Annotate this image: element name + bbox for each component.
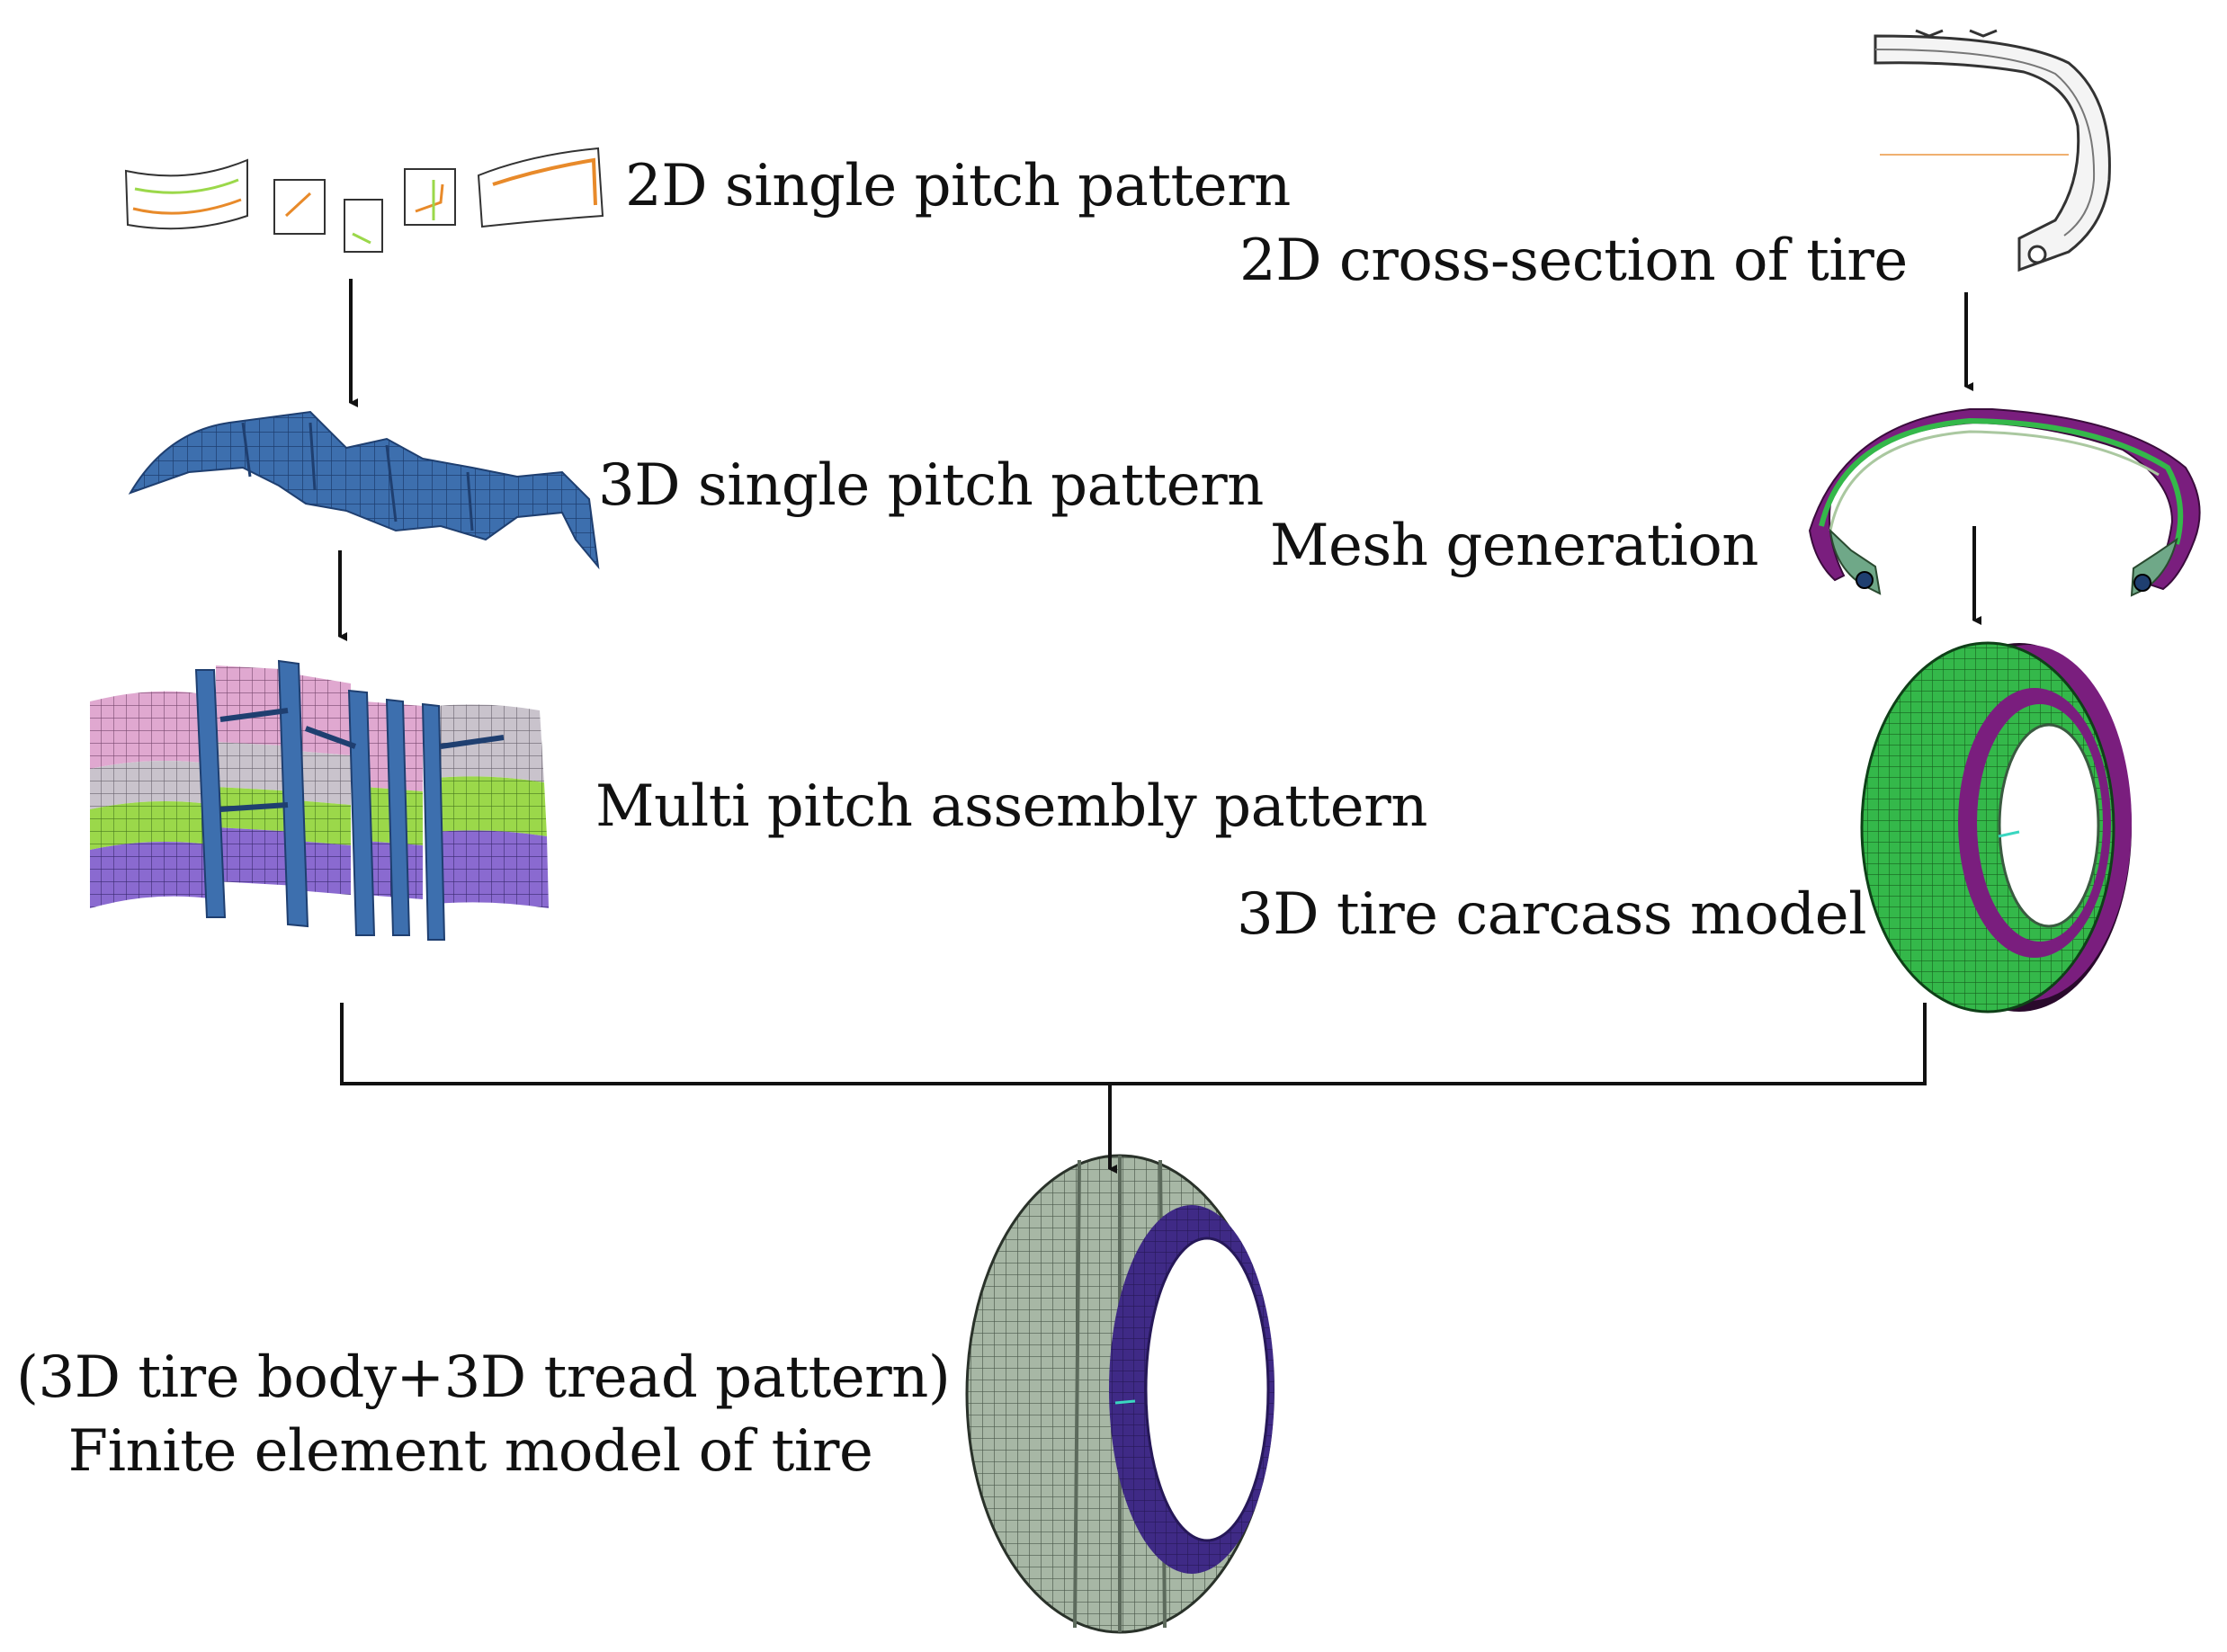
multi-pitch-assembly xyxy=(90,659,549,941)
label-3d-tire-carcass-model: 3D tire carcass model xyxy=(1237,881,1867,948)
label-mesh-generation: Mesh generation xyxy=(1270,513,1758,579)
pattern-3d-mesh xyxy=(128,410,600,570)
merge-line xyxy=(340,1003,1927,1085)
cross-section-2d-sketch xyxy=(1874,29,2111,272)
connectors xyxy=(338,279,1981,1174)
label-fem-line1: (3D tire body+3D tread pattern) xyxy=(16,1344,951,1411)
mesh-cross-section xyxy=(1808,408,2201,597)
label-2d-single-pitch-pattern: 2D single pitch pattern xyxy=(625,153,1291,219)
carcass-3d-model xyxy=(1860,641,2132,1014)
fe-tire-model xyxy=(965,1154,1274,1634)
label-3d-single-pitch-pattern: 3D single pitch pattern xyxy=(598,452,1264,519)
label-2d-cross-section: 2D cross-section of tire xyxy=(1239,228,1908,294)
label-fem-line2: Finite element model of tire xyxy=(67,1418,873,1485)
label-multi-pitch-assembly: Multi pitch assembly pattern xyxy=(595,773,1427,840)
pattern-2d-sketch xyxy=(124,147,604,253)
